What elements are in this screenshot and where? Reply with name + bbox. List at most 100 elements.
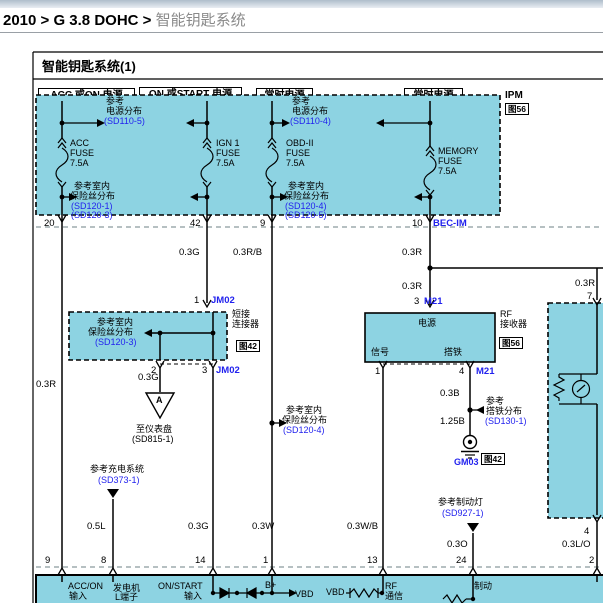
wires bbox=[61, 101, 603, 599]
mid-ref-line2: 保险丝分布 bbox=[282, 415, 328, 425]
ipm-name: IPM bbox=[505, 90, 523, 101]
jm02-type-line1: 短接 bbox=[232, 309, 251, 319]
bottom-b-plus: B+ bbox=[265, 580, 277, 590]
jm02-ref-sd: (SD120-3) bbox=[95, 337, 137, 347]
bottom-brake: 制动 bbox=[474, 581, 493, 591]
m21-terminal-signal: 信号 bbox=[371, 347, 390, 357]
m21-terminal-power: 电源 bbox=[418, 318, 437, 328]
ground-symbol bbox=[461, 434, 479, 459]
jm02-joint-connector-box bbox=[68, 311, 228, 361]
fuse4-rating: 7.5A bbox=[438, 166, 457, 176]
bottom-pin-14: 14 bbox=[195, 555, 206, 566]
fuse4-type: FUSE bbox=[438, 156, 463, 166]
fuse3-name: OBD-II bbox=[286, 138, 314, 148]
wire-1-25b: 1.25B bbox=[440, 416, 465, 427]
pin-chevrons bbox=[57, 214, 602, 576]
mid-ref-line1: 参考室内 bbox=[286, 405, 323, 415]
fuse2-name: IGN 1 bbox=[216, 138, 240, 148]
fuse2-type: FUSE bbox=[216, 148, 241, 158]
fuse-ref2-sd1: (SD120-4) bbox=[285, 201, 327, 211]
connector-boundary-dashes bbox=[36, 226, 603, 568]
fuse1-rating: 7.5A bbox=[70, 158, 89, 168]
bottom-pin-13: 13 bbox=[367, 555, 378, 566]
charge-ref-sd: (SD373-1) bbox=[98, 475, 140, 485]
fuse-ref1-line2: 保险丝分布 bbox=[70, 191, 116, 201]
fuse-ref2-sd2: (SD120-5) bbox=[285, 210, 327, 220]
wire-0-3r-right: 0.3R bbox=[575, 278, 596, 289]
wire-0-3o: 0.3O bbox=[447, 539, 468, 550]
right-pin-4: 4 bbox=[584, 526, 590, 537]
cluster-triangle-symbol bbox=[144, 392, 176, 420]
fuse2-rating: 7.5A bbox=[216, 158, 235, 168]
bottom-rf-line2: 通信 bbox=[385, 591, 404, 601]
jm02-name-bottom: JM02 bbox=[216, 365, 240, 376]
jm02-figure-ref: 图42 bbox=[236, 340, 260, 352]
wire-0-3rb: 0.3R/B bbox=[233, 247, 263, 258]
header-divider bbox=[0, 32, 603, 33]
fuse-ref2-line2: 保险丝分布 bbox=[284, 191, 330, 201]
m21-pin4: 4 bbox=[459, 366, 465, 377]
jm02-pin1: 1 bbox=[194, 295, 200, 306]
fuse1-type: FUSE bbox=[70, 148, 95, 158]
ground-ref-sd: (SD130-1) bbox=[485, 416, 527, 426]
ipm-figure-ref: 图56 bbox=[505, 103, 529, 115]
wire-0-3b: 0.3B bbox=[440, 388, 460, 399]
fuse3-type: FUSE bbox=[286, 148, 311, 158]
jm02-ref-line1: 参考室内 bbox=[97, 317, 134, 327]
charge-ref-line1: 参考充电系统 bbox=[90, 464, 145, 474]
wire-0-3g-bottom: 0.3G bbox=[188, 521, 209, 532]
wire-0-3lo: 0.3L/O bbox=[562, 539, 591, 550]
breadcrumb-current: 智能钥匙系统 bbox=[155, 13, 246, 29]
page-frame bbox=[32, 51, 603, 603]
pin-10: 10 bbox=[412, 218, 423, 229]
wire-0-3w: 0.3W bbox=[252, 521, 275, 532]
bottom-acc-on-line2: 输入 bbox=[69, 591, 88, 601]
bottom-pin-9: 9 bbox=[45, 555, 51, 566]
pin-20: 20 bbox=[44, 218, 55, 229]
breadcrumb: 2010 > G 3.8 DOHC > 智能钥匙系统 bbox=[3, 9, 246, 30]
bottom-vbd-2: VBD bbox=[326, 587, 345, 597]
m21-terminal-ground: 搭铁 bbox=[444, 347, 463, 357]
right-module-box bbox=[547, 302, 603, 519]
bottom-vbd-1: VBD bbox=[295, 589, 314, 599]
diagram-title: 智能钥匙系统(1) bbox=[42, 59, 136, 74]
pin-9-top: 9 bbox=[260, 218, 266, 229]
bottom-generator-line1: 发电机 bbox=[113, 583, 141, 593]
jm02-type-line2: 连接器 bbox=[232, 319, 260, 329]
mid-ref-sd: (SD120-4) bbox=[283, 425, 325, 435]
pin-42: 42 bbox=[190, 218, 201, 229]
connector-bec-im: BEC-IM bbox=[433, 218, 467, 229]
bottom-pin-24: 24 bbox=[456, 555, 467, 566]
window-top-bar bbox=[0, 0, 603, 8]
brake-ref-line1: 参考制动灯 bbox=[438, 497, 484, 507]
power-ref2-line2: 电源分布 bbox=[292, 106, 329, 116]
reference-arrowheads bbox=[69, 119, 484, 597]
breadcrumb-path: 2010 > G 3.8 DOHC > bbox=[3, 12, 156, 29]
fuse4-name: MEMORY bbox=[438, 146, 479, 156]
bottom-rf-line1: RF bbox=[385, 581, 397, 591]
ground-point-name: GM03 bbox=[454, 457, 479, 467]
wire-0-3g-top: 0.3G bbox=[179, 247, 200, 258]
bottom-acc-on-line1: ACC/ON bbox=[68, 581, 104, 591]
jm02-pin2: 2 bbox=[151, 365, 157, 376]
fuse-ref2-line1: 参考室内 bbox=[288, 181, 325, 191]
bottom-on-start-line1: ON/START bbox=[158, 581, 203, 591]
wire-0-3r-left: 0.3R bbox=[36, 379, 57, 390]
fuse-ref1-sd2: (SD120-3) bbox=[71, 210, 113, 220]
fuse1-name: ACC bbox=[70, 138, 90, 148]
fuse-ref1-sd1: (SD120-1) bbox=[71, 201, 113, 211]
brake-ref-sd: (SD927-1) bbox=[442, 508, 484, 518]
cluster-ref-line2: (SD815-1) bbox=[132, 434, 174, 444]
bottom-pin-1: 1 bbox=[263, 555, 269, 566]
jm02-pin3: 3 bbox=[202, 365, 208, 376]
ground-figure-ref: 图42 bbox=[481, 453, 505, 465]
m21-pin3: 3 bbox=[414, 296, 420, 307]
power-ref1-line1: 参考 bbox=[106, 96, 125, 106]
m21-figure-ref: 图56 bbox=[499, 337, 523, 349]
m21-pin1: 1 bbox=[375, 366, 381, 377]
wire-0-3g-jm02: 0.3G bbox=[138, 372, 159, 383]
bottom-pin-8: 8 bbox=[101, 555, 107, 566]
wire-0-3wb: 0.3W/B bbox=[347, 521, 379, 532]
